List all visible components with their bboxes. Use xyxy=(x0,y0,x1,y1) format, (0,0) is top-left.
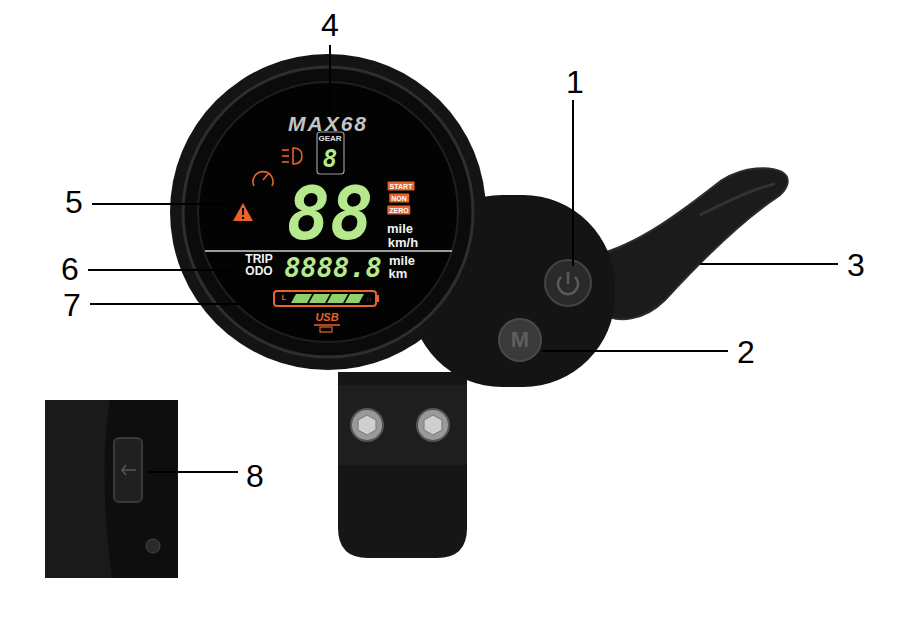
inset-background xyxy=(45,400,178,578)
gear-label: GEAR xyxy=(318,135,341,143)
mode-tag: NON xyxy=(389,194,409,203)
leader-line xyxy=(572,100,574,266)
mode-button xyxy=(499,319,541,361)
unit-label: km/h xyxy=(388,236,418,249)
warning-mark xyxy=(242,217,244,219)
leader-line xyxy=(700,263,838,265)
usb-symbol xyxy=(122,465,136,475)
callout-number: 1 xyxy=(566,66,584,98)
callout-number: 6 xyxy=(61,253,79,285)
leader-line xyxy=(88,269,236,271)
headlight-icon xyxy=(282,148,302,164)
bezel xyxy=(183,67,473,357)
bolt-head xyxy=(358,415,376,435)
battery-segment xyxy=(291,294,312,303)
callout-number: 8 xyxy=(246,460,264,492)
bolt-head xyxy=(424,415,442,435)
leader-line xyxy=(542,350,728,352)
usb-icon xyxy=(314,325,340,332)
usb-label: USB xyxy=(315,312,338,323)
lever-grip xyxy=(700,184,775,215)
headlight-ray xyxy=(282,155,289,157)
mode-tag: ZERO xyxy=(387,206,410,215)
unit-label: mile xyxy=(389,254,415,267)
brand-name: MAX68 xyxy=(288,113,368,134)
battery-tip xyxy=(376,295,379,302)
speed-digits: 88 xyxy=(287,178,374,250)
callout-number: 3 xyxy=(847,249,865,281)
speedometer-needle xyxy=(263,174,268,180)
speedometer-dial xyxy=(253,172,273,186)
bolt xyxy=(351,409,383,441)
headlight-ray xyxy=(282,161,289,163)
headlight-ray xyxy=(282,149,289,151)
headlight-lamp xyxy=(293,148,302,164)
callout-number: 2 xyxy=(737,336,755,368)
clamp-block xyxy=(338,385,467,465)
clamp-band xyxy=(338,372,467,558)
callout-number: 5 xyxy=(65,186,83,218)
battery-low-mark: L xyxy=(282,294,287,302)
power-icon xyxy=(567,272,570,284)
leader-line xyxy=(148,471,238,473)
speedometer-icon xyxy=(253,172,273,186)
warning-triangle xyxy=(233,203,253,221)
usb-plug xyxy=(320,327,332,332)
leader-lines xyxy=(88,45,838,472)
battery-segment xyxy=(345,294,364,303)
bolt xyxy=(417,409,449,441)
battery-segment xyxy=(309,294,330,303)
battery-gauge xyxy=(274,291,379,306)
gear-digit: 8 xyxy=(323,147,337,171)
throttle-lever xyxy=(595,168,788,319)
housing-round xyxy=(170,54,486,370)
usb-underline xyxy=(314,324,340,326)
inset-screw xyxy=(146,539,160,553)
usb-port-cover xyxy=(114,438,142,502)
odo-label: ODO xyxy=(245,265,272,277)
display-housing xyxy=(170,54,615,387)
leader-line xyxy=(90,303,270,305)
gear-frame xyxy=(317,132,344,174)
button-letter: M xyxy=(511,329,529,351)
warning-mark xyxy=(242,208,244,215)
warning-icon xyxy=(233,203,253,221)
handlebar-clamp xyxy=(338,372,467,558)
trip-label: TRIP xyxy=(245,253,272,265)
battery-segment xyxy=(327,294,348,303)
mode-tag: START xyxy=(388,182,415,191)
odometer-digits: 8888.8 xyxy=(284,254,382,281)
display-divider xyxy=(205,250,452,252)
unit-label: km xyxy=(389,267,408,280)
power-button xyxy=(545,260,591,306)
callout-number: 7 xyxy=(63,289,81,321)
battery-high-mark: H xyxy=(366,296,371,303)
inset-housing xyxy=(45,400,112,578)
callout-number: 4 xyxy=(321,9,339,41)
usb-port-inset xyxy=(45,400,178,578)
unit-label: mile xyxy=(387,222,413,235)
leader-line xyxy=(92,203,230,205)
battery-outline xyxy=(274,291,376,306)
